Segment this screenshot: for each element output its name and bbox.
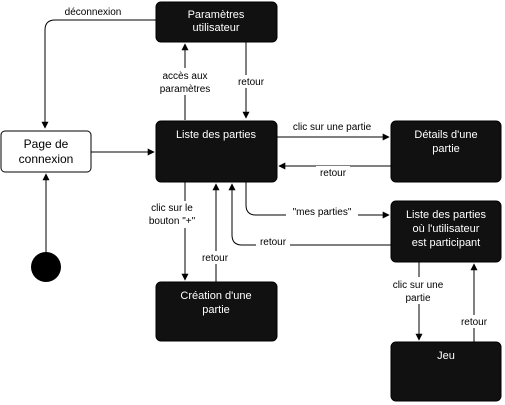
edge-label-retour-participant-line-1: retour — [260, 237, 287, 248]
edge-label-clic-partie: clic sur une partie — [286, 120, 378, 133]
edge-label-retour-jeu-line-1: retour — [461, 317, 488, 328]
node-creation-partie-line-1: Création d'une — [180, 290, 251, 302]
node-liste-participant-line-1: Liste des parties — [406, 209, 487, 221]
edge-label-mes-parties: "mes parties" — [286, 205, 358, 218]
edge-label-retour-jeu: retour — [457, 315, 491, 328]
edge-label-clic-partie-jeu: clic sur une partie — [386, 277, 450, 304]
edge-label-acces-parametres: accès aux paramètres — [155, 68, 215, 95]
edge-retour-participant — [228, 183, 391, 246]
node-details-partie-line-1: Détails d'une — [414, 129, 477, 141]
edge-label-clic-partie-line-1: clic sur une partie — [293, 122, 372, 133]
edge-label-clic-bouton-line-1: clic sur le — [151, 203, 193, 214]
edge-label-clic-bouton: clic sur le bouton "+" — [143, 201, 201, 228]
node-page-connexion-line-2: connexion — [19, 152, 74, 166]
node-liste-participant[interactable]: Liste des parties où l'utilisateur est p… — [390, 200, 502, 263]
node-jeu[interactable]: Jeu — [390, 341, 502, 402]
edge-label-acces-parametres-line-2: paramètres — [160, 84, 211, 95]
start-state — [31, 252, 61, 282]
edge-label-clic-bouton-line-2: bouton "+" — [149, 216, 196, 227]
edge-label-deconnexion-line-1: déconnexion — [65, 7, 122, 18]
edge-label-mes-parties-line-1: "mes parties" — [293, 207, 352, 218]
edge-label-clic-partie-jeu-line-1: clic sur une — [393, 280, 444, 291]
edge-mes-parties — [245, 182, 390, 219]
edge-label-clic-partie-jeu-line-2: partie — [405, 293, 430, 304]
node-liste-des-parties-line-1: Liste des parties — [176, 129, 257, 141]
node-details-partie[interactable]: Détails d'une partie — [390, 120, 502, 183]
node-jeu-line-1: Jeu — [437, 350, 455, 362]
edge-label-retour-parametres-line-1: retour — [238, 77, 265, 88]
node-parametres-utilisateur-line-2: utilisateur — [192, 22, 239, 34]
node-liste-des-parties[interactable]: Liste des parties — [155, 120, 278, 183]
edge-label-retour-participant: retour — [256, 235, 290, 248]
edge-label-retour-details: retour — [316, 166, 350, 179]
edge-label-retour-creation: retour — [198, 251, 232, 264]
edge-label-acces-parametres-line-1: accès aux — [162, 71, 207, 82]
edge-label-retour-creation-line-1: retour — [202, 253, 229, 264]
node-liste-participant-line-3: est participant — [412, 237, 480, 249]
edge-label-deconnexion: déconnexion — [58, 5, 128, 18]
node-details-partie-line-2: partie — [432, 143, 460, 155]
node-creation-partie[interactable]: Création d'une partie — [155, 281, 278, 342]
edge-label-retour-details-line-1: retour — [320, 168, 347, 179]
edge-labels: déconnexion accès aux paramètres retour … — [58, 5, 491, 328]
node-page-connexion-line-1: Page de — [24, 137, 69, 151]
edge-deconnexion — [41, 19, 156, 129]
node-parametres-utilisateur[interactable]: Paramètres utilisateur — [155, 1, 278, 43]
edge-label-retour-parametres: retour — [234, 75, 268, 88]
node-liste-participant-line-2: où l'utilisateur — [413, 223, 480, 235]
node-page-connexion[interactable]: Page de connexion — [0, 130, 92, 173]
node-creation-partie-line-2: partie — [202, 304, 230, 316]
node-parametres-utilisateur-line-1: Paramètres — [188, 9, 245, 21]
